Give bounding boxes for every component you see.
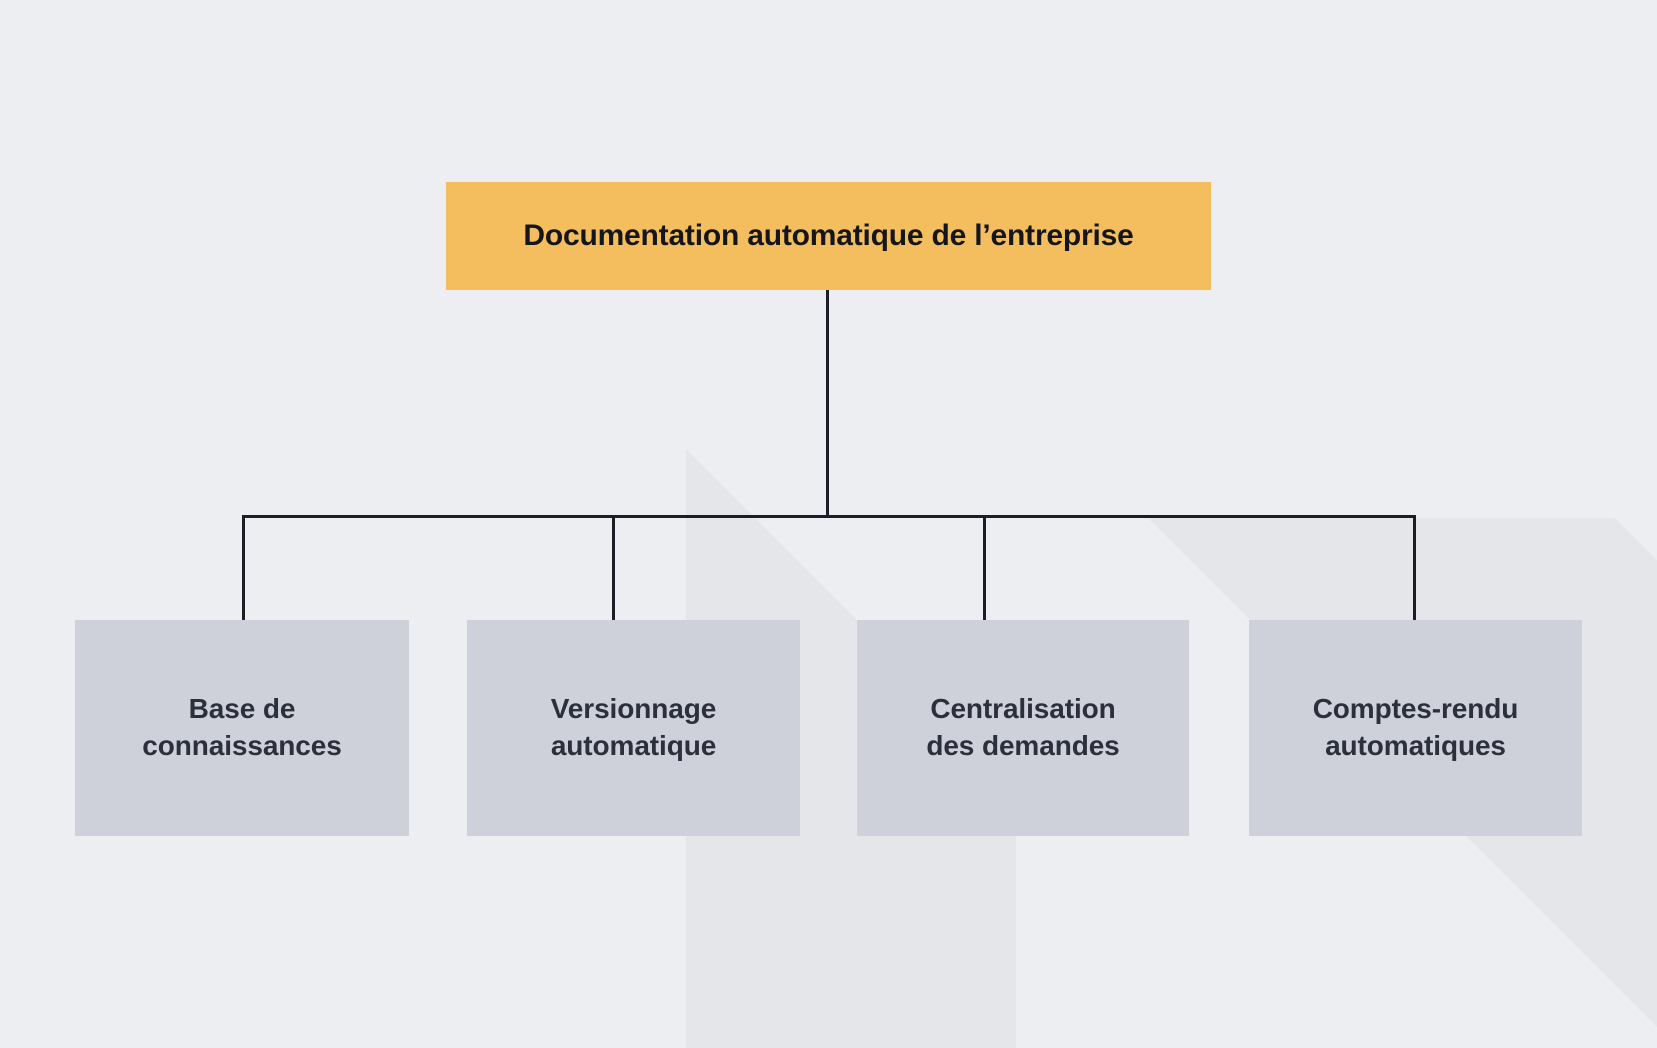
child-node-label: Base de connaissances — [142, 693, 342, 761]
root-node-label: Documentation automatique de l’entrepris… — [523, 219, 1134, 252]
connector-drop-4 — [1413, 515, 1416, 622]
background-ribbon-mask — [458, 0, 1590, 717]
background-ribbon-diagonal — [690, 0, 1657, 1048]
child-node-label: Centralisation des demandes — [926, 693, 1120, 761]
connector-drop-3 — [983, 515, 986, 622]
child-node-label: Versionnage automatique — [550, 693, 717, 761]
child-node-base-de-connaissances[interactable]: Base de connaissances — [75, 620, 409, 836]
connector-drop-1 — [242, 515, 245, 622]
connector-horizontal-bus — [242, 515, 1416, 518]
child-node-label: Comptes-rendu automatiques — [1312, 693, 1519, 761]
root-node[interactable]: Documentation automatique de l’entrepris… — [446, 182, 1211, 290]
child-node-centralisation-des-demandes[interactable]: Centralisation des demandes — [857, 620, 1189, 836]
child-node-versionnage-automatique[interactable]: Versionnage automatique — [467, 620, 800, 836]
child-node-comptes-rendu-automatiques[interactable]: Comptes-rendu automatiques — [1249, 620, 1582, 836]
connector-root-trunk — [826, 290, 829, 518]
connector-drop-2 — [612, 515, 615, 622]
